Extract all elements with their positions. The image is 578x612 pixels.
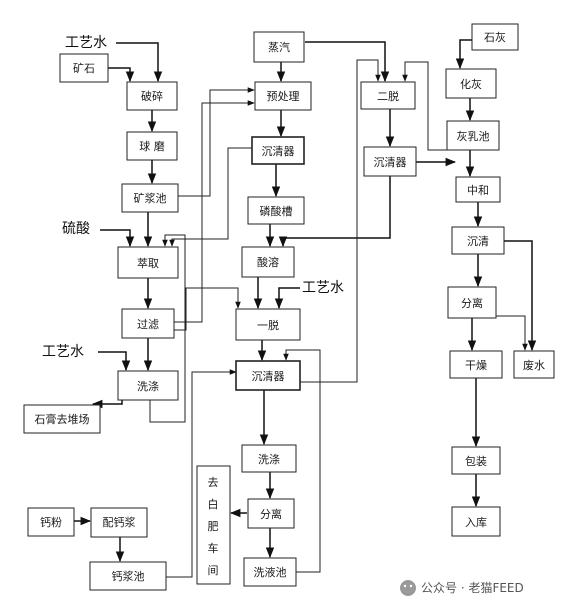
node-storage: 入库 <box>451 506 501 537</box>
node-washing-mid: 洗涤 <box>241 444 297 473</box>
svg-text:干燥: 干燥 <box>465 359 487 372</box>
node-to-fertilizer: 去 白 肥 车 间 <box>196 465 231 585</box>
node-phosphoric-tank: 磷酸槽 <box>247 196 305 225</box>
process-water-top-label: 工艺水 <box>65 35 107 51</box>
svg-text:中和: 中和 <box>467 184 489 197</box>
svg-text:沉清器: 沉清器 <box>252 370 285 383</box>
node-quicklime: 化灰 <box>445 68 497 99</box>
process-water-left-label: 工艺水 <box>42 344 84 360</box>
svg-text:石膏去堆场: 石膏去堆场 <box>35 412 90 426</box>
svg-text:钙浆池: 钙浆池 <box>112 569 145 583</box>
svg-text:沉清: 沉清 <box>467 235 489 248</box>
svg-text:萃取: 萃取 <box>137 257 159 270</box>
to-fertilizer-char-3: 肥 <box>208 520 219 533</box>
node-washing-left: 洗涤 <box>117 370 179 401</box>
svg-text:废水: 废水 <box>523 358 545 372</box>
node-separation-right: 分离 <box>447 286 497 319</box>
to-fertilizer-char-4: 车 <box>208 541 219 555</box>
svg-text:洗液池: 洗液池 <box>254 565 287 579</box>
svg-text:酸溶: 酸溶 <box>257 255 279 269</box>
node-steam: 蒸汽 <box>253 31 305 63</box>
watermark-text: 公众号 · 老猫FEED <box>421 581 524 595</box>
node-clarifier-2: 沉清器 <box>235 360 301 391</box>
to-fertilizer-char-5: 间 <box>208 564 219 577</box>
svg-text:磷酸槽: 磷酸槽 <box>260 204 293 218</box>
to-fertilizer-char-2: 白 <box>208 497 219 511</box>
svg-text:钙粉: 钙粉 <box>40 515 62 529</box>
svg-text:蒸汽: 蒸汽 <box>268 40 290 54</box>
node-clarifier-3: 沉清器 <box>363 146 417 177</box>
node-wash-liquor-tank: 洗液池 <box>243 557 297 587</box>
node-waste-water: 废水 <box>513 350 555 379</box>
node-calcium-powder: 钙粉 <box>27 507 75 537</box>
node-gypsum-yard: 石膏去堆场 <box>23 404 101 434</box>
svg-text:矿浆池: 矿浆池 <box>134 191 167 205</box>
svg-text:化灰: 化灰 <box>460 77 482 91</box>
node-limestone: 石灰 <box>471 23 519 51</box>
svg-text:沉清器: 沉清器 <box>262 145 295 158</box>
node-calcium-slurry-tank: 钙浆池 <box>89 561 167 591</box>
to-fertilizer-char-1: 去 <box>208 476 219 489</box>
input-labels: 工艺水 硫酸 工艺水 工艺水 <box>42 35 344 360</box>
svg-text:分离: 分离 <box>461 296 483 310</box>
svg-text:过滤: 过滤 <box>137 318 159 331</box>
node-calcium-slurry-prep: 配钙浆 <box>90 507 148 538</box>
watermark: 公众号 · 老猫FEED <box>400 580 524 596</box>
process-water-mid-label: 工艺水 <box>302 280 344 296</box>
node-separation-mid: 分离 <box>247 498 295 529</box>
node-neutralize: 中和 <box>455 176 501 203</box>
svg-text:二脱: 二脱 <box>377 89 399 103</box>
svg-text:石灰: 石灰 <box>484 30 506 44</box>
svg-text:入库: 入库 <box>465 516 487 529</box>
node-extraction: 萃取 <box>117 246 179 279</box>
node-lime-milk-tank: 灰乳池 <box>446 120 500 151</box>
svg-text:配钙浆: 配钙浆 <box>103 515 136 529</box>
node-desorb-2: 二脱 <box>360 81 416 110</box>
sulfuric-acid-label: 硫酸 <box>62 221 90 237</box>
node-crushing: 破碎 <box>126 81 178 111</box>
svg-text:包装: 包装 <box>465 455 487 468</box>
node-drying: 干燥 <box>449 350 503 379</box>
node-pretreatment: 预处理 <box>254 81 312 111</box>
svg-text:灰乳池: 灰乳池 <box>457 129 490 143</box>
node-acid-dissolve: 酸溶 <box>241 246 295 278</box>
node-desorb-1: 一脱 <box>235 308 301 341</box>
svg-text:洗涤: 洗涤 <box>258 452 280 466</box>
wechat-icon <box>400 580 416 596</box>
node-packaging: 包装 <box>451 446 501 475</box>
node-filtration: 过滤 <box>121 308 175 339</box>
svg-text:预处理: 预处理 <box>267 90 300 103</box>
node-ore-slurry: 矿浆池 <box>121 183 179 213</box>
svg-text:分离: 分离 <box>260 507 282 521</box>
svg-text:球 磨: 球 磨 <box>139 139 165 153</box>
node-clarifier-1: 沉清器 <box>251 136 305 165</box>
flow-lines <box>74 39 537 578</box>
svg-text:沉清器: 沉清器 <box>374 156 407 169</box>
node-ore: 矿石 <box>59 53 109 83</box>
svg-text:矿石: 矿石 <box>73 62 95 75</box>
svg-text:一脱: 一脱 <box>257 318 279 332</box>
svg-text:破碎: 破碎 <box>141 89 163 103</box>
svg-text:洗涤: 洗涤 <box>137 379 159 393</box>
node-ball-mill: 球 磨 <box>126 131 178 161</box>
node-settling: 沉清 <box>451 226 505 255</box>
